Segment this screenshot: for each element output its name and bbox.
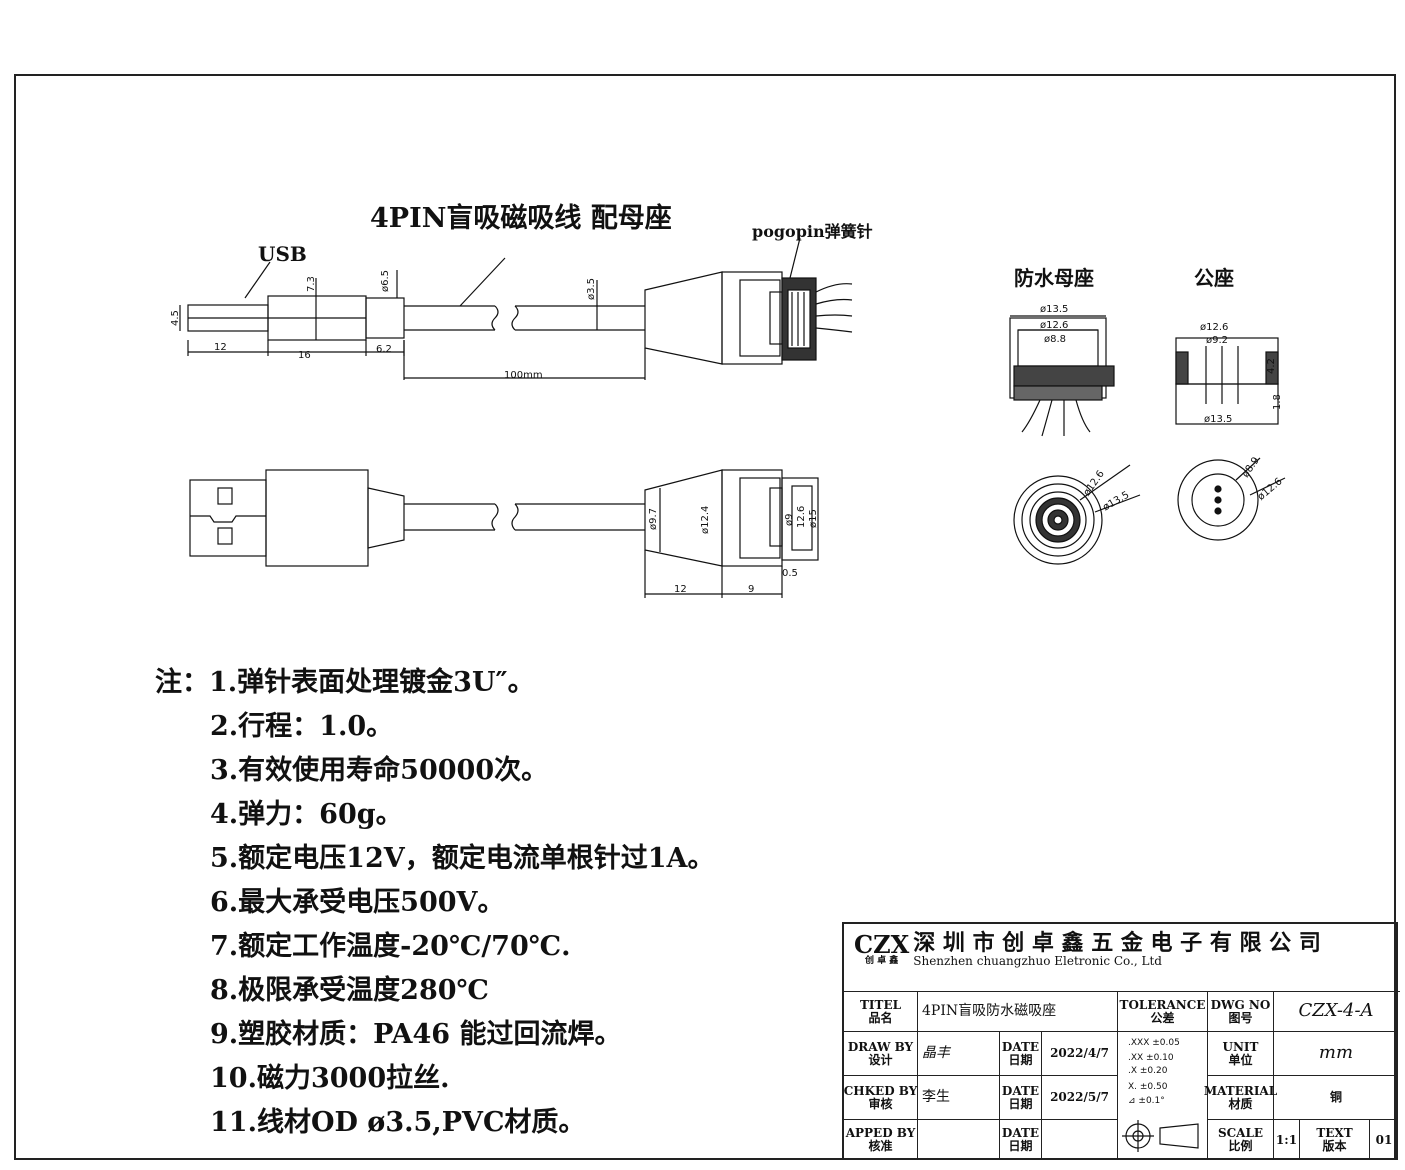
scale-label: SCALE 比例 [1208,1120,1274,1160]
connector-head [721,271,783,365]
date-label-1: DATE 日期 [1000,1032,1042,1076]
note-6: 6.最大承受电压500V。 [210,887,505,918]
note-9: 9.塑胶材质：PA46 能过回流焊。 [210,1019,622,1050]
date-label-2: DATE 日期 [1000,1076,1042,1120]
female-face-outer [1013,475,1103,565]
dim-9: ø9 [784,513,795,526]
dim-0-5: 0.5 [782,568,798,579]
dim-3-5: ø3.5 [586,277,597,300]
note-text: 1.弹针表面处理镀金3U″。 [209,667,535,698]
date-value-2: 2022/5/7 [1042,1076,1118,1120]
company-logo-sub: 创 卓 鑫 [864,956,899,967]
usb-housing-front [265,469,369,567]
titel-value: 4PIN盲吸防水磁吸座 [918,992,1118,1032]
dim-100mm: 100mm [504,370,543,381]
date-value-3 [1042,1120,1118,1160]
scale-value: 1:1 [1274,1120,1300,1160]
material-value: 铜 [1274,1076,1398,1120]
note-11: 11.线材OD ø3.5,PVC材质。 [210,1107,586,1138]
male-label: 公座 [1194,266,1234,290]
tolerance-row-5: ⊿ ±0.1° [1128,1096,1165,1106]
dim-12-6: 12.6 [796,505,807,528]
company-name-en: Shenzhen chuangzhuo Eletronic Co., Ltd [913,954,1162,969]
note-5: 5.额定电压12V，额定电流单根针过1A。 [210,843,715,874]
dim-4-5: 4.5 [170,310,181,326]
tolerance-row-4: X. ±0.50 [1128,1082,1168,1092]
date-value-1: 2022/4/7 [1042,1032,1118,1076]
dim-female-13-5: ø13.5 [1040,304,1069,315]
note-7: 7.额定工作温度-20℃/70℃. [210,931,571,962]
dim-16: 16 [298,350,311,361]
chkd-value: 李生 [918,1076,1000,1120]
pogopin-label: pogopin弹簧针 [752,222,873,241]
dim-15: ø15 [808,509,819,528]
dwg-value: CZX-4-A [1274,992,1398,1032]
dim-7-3: 7.3 [306,276,317,292]
head-front [721,469,783,567]
strain-relief [365,297,405,339]
dim-12: 12 [214,342,227,353]
apped-value [918,1120,1000,1160]
tolerance-label: TOLERANCE 公差 [1118,992,1208,1032]
notes-prefix: 注： [155,667,209,698]
chkd-label: CHKED BY 审核 [844,1076,918,1120]
dim-12-4: ø12.4 [700,505,711,534]
tolerance-row-2: .XX ±0.10 [1128,1053,1174,1063]
connector-cone [644,271,723,365]
note-3: 3.有效使用寿命50000次。 [210,755,549,786]
male-face-outer [1177,459,1259,541]
drawing-title: 4PIN盲吸磁吸线 配母座 [370,203,672,234]
dim-9-7: ø9.7 [648,507,659,530]
tolerance-table [1118,1032,1208,1120]
text-value: 01 [1375,1132,1393,1147]
title-block: CZX 创 卓 鑫 深 圳 市 创 卓 鑫 五 金 电 子 有 限 公 司 Sh… [842,922,1400,1160]
company-logo: CZX [854,930,910,959]
dim-male-1-8: 1.8 [1272,394,1283,410]
waterproof-female-label: 防水母座 [1014,266,1094,290]
dwg-label: DWG NO 图号 [1208,992,1274,1032]
dim-male-12-6: ø12.6 [1200,322,1229,333]
unit-value: mm [1274,1032,1398,1076]
note-8: 8.极限承受温度280℃ [210,975,489,1006]
dim-6-2: 6.2 [376,344,392,355]
dim-female-12-6: ø12.6 [1040,320,1069,331]
dim-male-4-2: 4.2 [1266,358,1277,374]
text-label: TEXT 版本 [1300,1120,1370,1160]
draw-value: 晶丰 [918,1032,1000,1076]
draw-label: DRAW BY 设计 [844,1032,918,1076]
tolerance-row-3: .X ±0.20 [1128,1066,1168,1076]
apped-label: APPED BY 核准 [844,1120,918,1160]
date-label-3: DATE 日期 [1000,1120,1042,1160]
company-header: CZX 创 卓 鑫 深 圳 市 创 卓 鑫 五 金 电 子 有 限 公 司 Sh… [844,924,1400,992]
dim-male-13-5: ø13.5 [1204,414,1233,425]
tolerance-row-1: .XXX ±0.05 [1128,1038,1180,1048]
drawing-sheet [14,74,1396,1160]
material-label: MATERIAL 材质 [1204,1076,1277,1120]
note-1: 注：1.弹针表面处理镀金3U″。 [155,660,714,704]
note-4: 4.弹力：60g。 [210,799,403,830]
titel-label: TITEL 品名 [844,992,918,1032]
unit-label: UNIT 单位 [1208,1032,1274,1076]
note-2: 2.行程：1.0。 [210,711,394,742]
notes-list: 注：1.弹针表面处理镀金3U″。 2.行程：1.0。 3.有效使用寿命50000… [155,660,714,1144]
company-name-cn: 深 圳 市 创 卓 鑫 五 金 电 子 有 限 公 司 [913,930,1321,956]
note-10: 10.磁力3000拉丝. [210,1063,450,1094]
dim-female-8-8: ø8.8 [1044,334,1067,345]
usb-label: USB [258,242,307,266]
dim-bottom-9: 9 [748,584,755,595]
dim-bottom-12: 12 [674,584,687,595]
dim-male-9-2: ø9.2 [1206,335,1229,346]
projection-symbol [1118,1120,1208,1160]
dim-6-5: ø6.5 [380,269,391,292]
